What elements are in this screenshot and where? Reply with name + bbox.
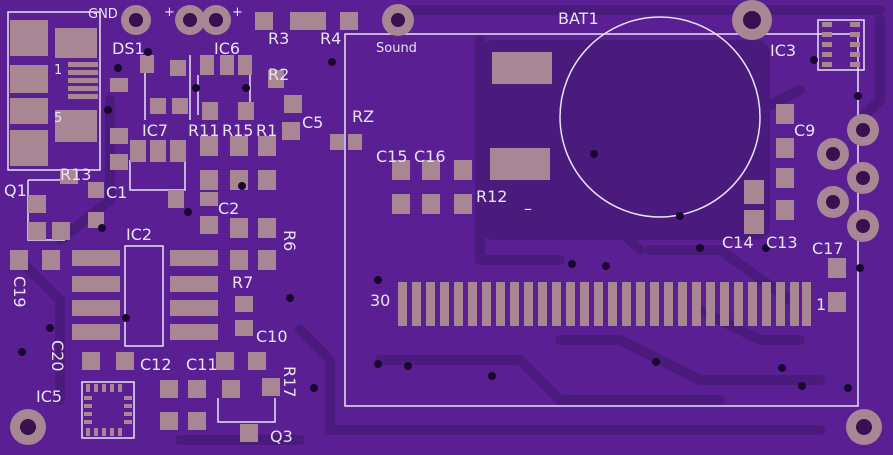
label-usb-pin5: 5 (54, 111, 62, 126)
label-minus: – (524, 199, 532, 218)
label-r6: R6 (280, 230, 299, 251)
label-ic2: IC2 (126, 225, 152, 244)
label-c14: C14 (722, 233, 754, 252)
silkscreen-labels: GND + + DS1 IC6 R3 R4 Sound BAT1 IC3 R2 … (4, 5, 844, 446)
label-r12: R12 (476, 187, 507, 206)
label-usb-pin1: 1 (54, 63, 62, 78)
smd-pads (10, 12, 860, 442)
label-c1: C1 (106, 183, 127, 202)
label-c9: C9 (794, 121, 815, 140)
label-ic3: IC3 (770, 41, 796, 60)
label-ic7: IC7 (142, 121, 168, 140)
label-plus-1: + (164, 5, 175, 20)
ic2-outline (124, 245, 164, 347)
label-gnd: GND (88, 7, 118, 22)
label-rz: RZ (352, 107, 374, 126)
label-c10: C10 (256, 327, 288, 346)
label-sound: Sound (376, 41, 417, 56)
label-c2: C2 (218, 199, 239, 218)
usb-outline (7, 11, 101, 171)
label-c13: C13 (766, 233, 798, 252)
label-r4: R4 (320, 29, 341, 48)
label-pin30: 30 (370, 291, 390, 310)
fpc-connector (398, 282, 811, 326)
ic5-outline (81, 381, 135, 439)
label-c5: C5 (302, 113, 323, 132)
label-r2: R2 (268, 65, 289, 84)
label-c11: C11 (186, 355, 218, 374)
label-r15: R15 (222, 121, 253, 140)
label-pin1: 1 (816, 295, 826, 314)
label-ds1: DS1 (112, 39, 145, 58)
battery-copper-area (480, 40, 770, 240)
ic3-outline (817, 19, 865, 71)
label-q1: Q1 (4, 181, 27, 200)
label-r17: R17 (280, 366, 299, 397)
vias (18, 48, 864, 392)
label-r1: R1 (256, 121, 277, 140)
label-q3: Q3 (270, 427, 293, 446)
label-c12: C12 (140, 355, 172, 374)
label-r11: R11 (188, 121, 219, 140)
label-c20: C20 (48, 340, 67, 372)
label-c19: C19 (10, 276, 29, 308)
label-r3: R3 (268, 29, 289, 48)
label-bat1: BAT1 (558, 9, 599, 28)
label-c15: C15 (376, 147, 408, 166)
battery-outline (559, 16, 761, 218)
label-c17: C17 (812, 239, 844, 258)
label-plus-2: + (232, 5, 243, 20)
label-c16: C16 (414, 147, 446, 166)
label-ic6: IC6 (214, 39, 240, 58)
label-r13: R13 (60, 165, 91, 184)
through-hole-pads (10, 0, 882, 445)
label-ic5: IC5 (36, 387, 62, 406)
label-r7: R7 (232, 273, 253, 292)
